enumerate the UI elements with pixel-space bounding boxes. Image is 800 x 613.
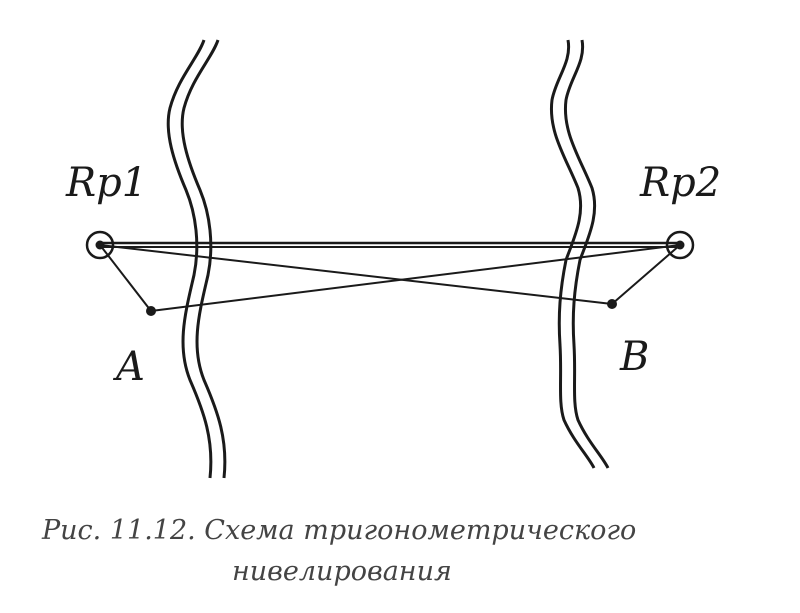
line-rp2-to-b (611, 244, 681, 305)
left-bank-line-outer (166, 39, 213, 479)
benchmark-rp2 (665, 230, 695, 260)
right-river-bank (549, 39, 610, 469)
benchmark-rp1-ring (85, 230, 115, 260)
leveling-scheme-diagram: Rp1 Rp2 A B (65, 39, 721, 479)
benchmark-rp2-dot (675, 240, 685, 250)
station-b-dot (607, 299, 617, 309)
figure-caption-line-1: Рис. 11.12. Схема тригонометрического (42, 515, 637, 546)
right-bank-line-outer (549, 39, 596, 469)
benchmark-rp1-dot (95, 240, 105, 250)
line-a-to-rp2 (150, 244, 681, 312)
station-a-dot (146, 306, 156, 316)
label-a: A (112, 344, 145, 390)
benchmark-rp1 (85, 230, 115, 260)
label-rp2: Rp2 (639, 160, 721, 206)
line-rp1-to-b (99, 244, 613, 305)
right-bank-line-inner (563, 39, 610, 469)
figure-caption-line-2: нивелирования (232, 556, 452, 587)
label-b: B (619, 334, 649, 380)
label-rp1: Rp1 (65, 160, 147, 206)
benchmark-rp2-ring (665, 230, 695, 260)
sight-lines (99, 241, 681, 312)
